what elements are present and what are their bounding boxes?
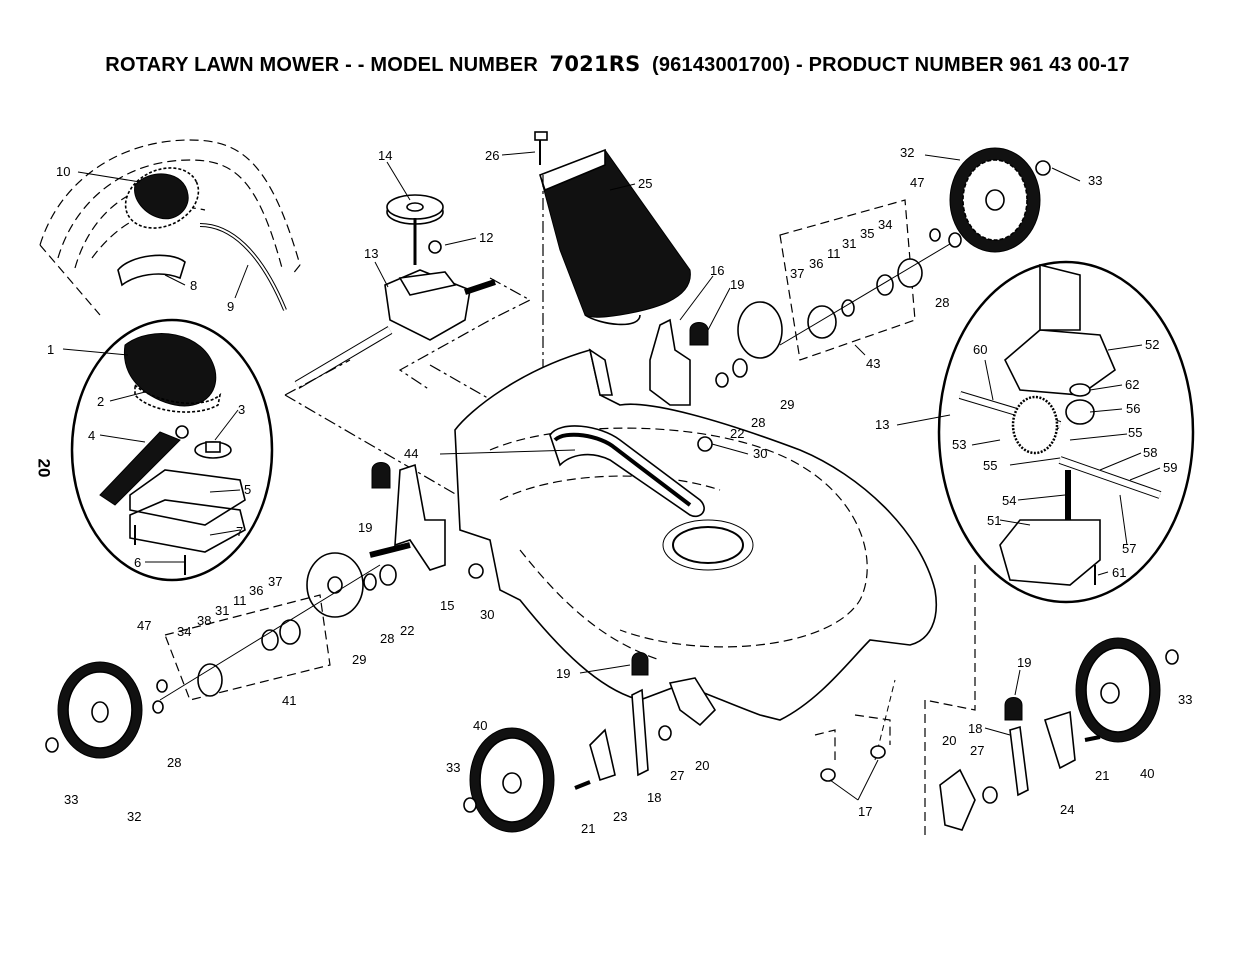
callout-17: 17 bbox=[858, 804, 872, 819]
callout-54: 54 bbox=[1002, 493, 1016, 508]
callout-32-bottom: 32 bbox=[127, 809, 141, 824]
callout-36-right: 36 bbox=[809, 256, 823, 271]
callout-3: 3 bbox=[238, 402, 245, 417]
callout-11-left: 11 bbox=[233, 593, 247, 608]
callout-53: 53 bbox=[952, 437, 966, 452]
callout-36-left: 36 bbox=[249, 583, 263, 598]
callout-16: 16 bbox=[710, 263, 724, 278]
mower-deck bbox=[454, 348, 937, 721]
callout-15: 15 bbox=[440, 598, 454, 613]
callout-62: 62 bbox=[1125, 377, 1139, 392]
callout-19-right: 19 bbox=[1017, 655, 1031, 670]
callout-30-right: 30 bbox=[753, 446, 767, 461]
left-height-adjuster bbox=[369, 462, 484, 579]
callout-44: 44 bbox=[404, 446, 418, 461]
callout-19-mid: 19 bbox=[556, 666, 570, 681]
callout-22-right: 22 bbox=[730, 426, 744, 441]
callout-33-mid: 33 bbox=[446, 760, 460, 775]
callout-51: 51 bbox=[987, 513, 1001, 528]
callout-55-left: 55 bbox=[983, 458, 997, 473]
callout-28-bottom: 28 bbox=[167, 755, 181, 770]
callout-60: 60 bbox=[973, 342, 987, 357]
callout-24: 24 bbox=[1060, 802, 1074, 817]
callout-34-right: 34 bbox=[878, 217, 892, 232]
page-title: ROTARY LAWN MOWER - - MODEL NUMBER 7021R… bbox=[0, 52, 1235, 77]
callout-47-left: 47 bbox=[137, 618, 151, 633]
callout-25: 25 bbox=[638, 176, 652, 191]
callout-19-top: 19 bbox=[730, 277, 744, 292]
callout-19-left: 19 bbox=[358, 520, 372, 535]
callout-20-right: 20 bbox=[942, 733, 956, 748]
callout-9: 9 bbox=[227, 299, 234, 314]
callout-23: 23 bbox=[613, 809, 627, 824]
callout-30-left: 30 bbox=[480, 607, 494, 622]
model-number: 7021RS bbox=[549, 52, 641, 76]
callout-5: 5 bbox=[244, 482, 251, 497]
callout-22-left: 22 bbox=[400, 623, 414, 638]
callout-41: 41 bbox=[282, 693, 296, 708]
callout-58: 58 bbox=[1143, 445, 1157, 460]
title-suffix: (96143001700) - PRODUCT NUMBER 961 43 00… bbox=[651, 54, 1130, 76]
callout-37-right: 37 bbox=[790, 266, 804, 281]
callout-28-right: 28 bbox=[751, 415, 765, 430]
callout-28-left: 28 bbox=[380, 631, 394, 646]
callout-40-right: 40 bbox=[1140, 766, 1154, 781]
callout-4: 4 bbox=[88, 428, 95, 443]
callout-56: 56 bbox=[1126, 401, 1140, 416]
callout-27-left: 27 bbox=[670, 768, 684, 783]
right-height-adjuster bbox=[649, 147, 1051, 452]
callout-47-top: 47 bbox=[910, 175, 924, 190]
callout-35: 35 bbox=[860, 226, 874, 241]
callout-29-right: 29 bbox=[780, 397, 794, 412]
callout-31-right: 31 bbox=[842, 236, 856, 251]
callout-55-right: 55 bbox=[1128, 425, 1142, 440]
callout-43: 43 bbox=[866, 356, 880, 371]
callout-61: 61 bbox=[1112, 565, 1126, 580]
callout-21-right: 21 bbox=[1095, 768, 1109, 783]
callout-13-left: 13 bbox=[364, 246, 378, 261]
callout-26: 26 bbox=[485, 148, 499, 163]
callout-27-right: 27 bbox=[970, 743, 984, 758]
callout-52: 52 bbox=[1145, 337, 1159, 352]
callout-37-left: 37 bbox=[268, 574, 282, 589]
callout-7: 7 bbox=[236, 524, 243, 539]
callout-34-left: 34 bbox=[177, 624, 191, 639]
callout-28-top: 28 bbox=[935, 295, 949, 310]
callout-33-top: 33 bbox=[1088, 173, 1102, 188]
control-inset-circle bbox=[70, 318, 274, 582]
callout-33-left: 33 bbox=[64, 792, 78, 807]
callout-11-right: 11 bbox=[827, 246, 841, 261]
callout-14: 14 bbox=[378, 148, 392, 163]
callout-32-top: 32 bbox=[900, 145, 914, 160]
rear-left-wheel-group bbox=[463, 652, 717, 833]
callout-10: 10 bbox=[56, 164, 70, 179]
transmission-assembly bbox=[284, 194, 532, 521]
callout-59: 59 bbox=[1163, 460, 1177, 475]
callout-6: 6 bbox=[134, 555, 141, 570]
callout-21-left: 21 bbox=[581, 821, 595, 836]
callout-8: 8 bbox=[190, 278, 197, 293]
leader-lines bbox=[62, 151, 1161, 801]
callout-33-right: 33 bbox=[1178, 692, 1192, 707]
callout-12: 12 bbox=[479, 230, 493, 245]
callout-2: 2 bbox=[97, 394, 104, 409]
callout-1: 1 bbox=[47, 342, 54, 357]
callout-20-left: 20 bbox=[695, 758, 709, 773]
callout-18-right: 18 bbox=[968, 721, 982, 736]
title-prefix: ROTARY LAWN MOWER - - MODEL NUMBER bbox=[105, 54, 538, 76]
gearbox-inset-circle bbox=[937, 260, 1195, 604]
handle-assembly bbox=[39, 139, 301, 316]
callout-57: 57 bbox=[1122, 541, 1136, 556]
callout-13-right: 13 bbox=[875, 417, 889, 432]
rear-flap bbox=[534, 131, 691, 390]
callout-29-left: 29 bbox=[352, 652, 366, 667]
callout-labels: 10 8 9 1 2 3 4 5 7 6 14 12 13 26 25 16 1… bbox=[47, 145, 1192, 836]
callout-18-left: 18 bbox=[647, 790, 661, 805]
callout-40-left: 40 bbox=[473, 718, 487, 733]
callout-31-left: 31 bbox=[215, 603, 229, 618]
left-front-wheel-group bbox=[45, 552, 397, 759]
rear-right-wheel-group bbox=[814, 565, 1179, 835]
callout-38: 38 bbox=[197, 613, 211, 628]
